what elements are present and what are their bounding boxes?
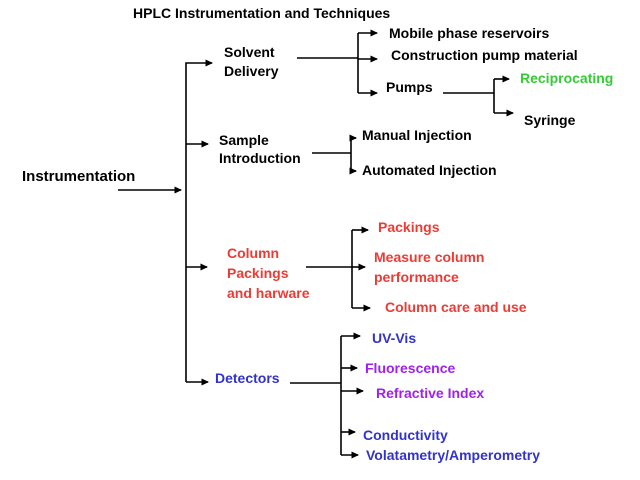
node-detectors: Detectors	[215, 370, 280, 386]
trunk	[185, 59, 213, 382]
node-sample-introduction: Sample Introduction	[219, 132, 301, 166]
node-manual-injection: Manual Injection	[362, 127, 472, 143]
node-solvent-delivery: Solvent Delivery	[224, 44, 279, 79]
node-instrumentation: Instrumentation	[22, 168, 136, 185]
node-mobile-phase-reservoirs: Mobile phase reservoirs	[389, 25, 550, 41]
node-measure-column-performance: Measure column performance	[374, 249, 485, 285]
node-column-packings: Column Packings and harware	[227, 245, 310, 301]
node-uv-vis: UV-Vis	[372, 330, 417, 346]
node-syringe: Syringe	[524, 112, 576, 128]
node-reciprocating: Reciprocating	[520, 70, 614, 86]
node-volatametry-amperometry: Volatametry/Amperometry	[366, 447, 541, 463]
diagram-title: HPLC Instrumentation and Techniques	[133, 5, 391, 21]
node-packings: Packings	[378, 219, 440, 235]
node-column-care-and-use: Column care and use	[385, 299, 527, 315]
node-conductivity: Conductivity	[363, 427, 448, 443]
node-automated-injection: Automated Injection	[362, 162, 497, 178]
node-construction-pump-material: Construction pump material	[391, 47, 578, 63]
node-pumps: Pumps	[386, 79, 433, 95]
node-refractive-index: Refractive Index	[376, 385, 485, 401]
node-fluorescence: Fluorescence	[365, 360, 456, 376]
